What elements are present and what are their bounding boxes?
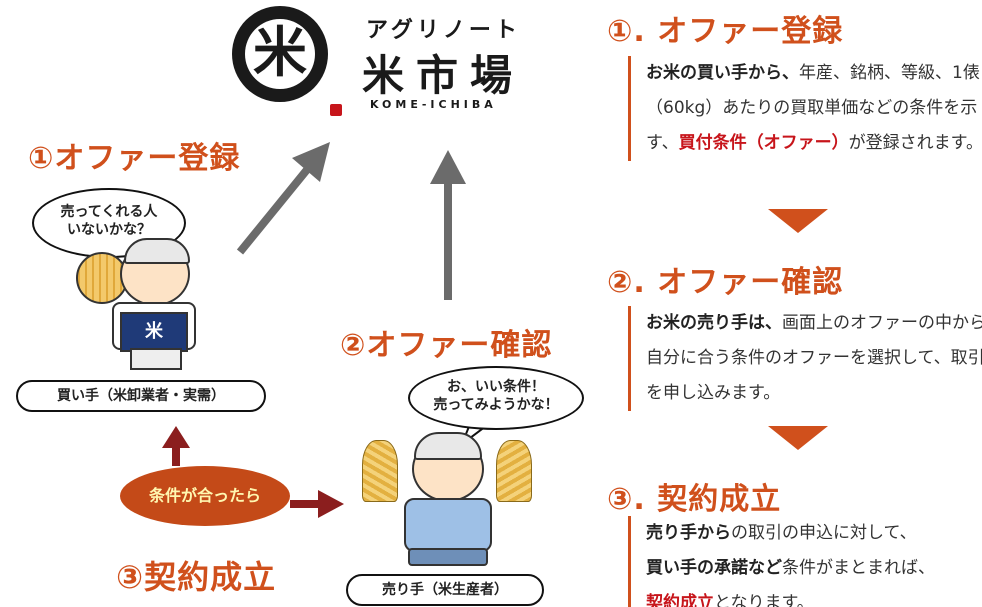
match-label: 条件が合ったら: [148, 486, 261, 505]
logo-mark-char: 米: [253, 21, 307, 84]
step3-red: 契約成立: [646, 593, 714, 607]
step3-text2: 条件がまとまれば、: [782, 558, 935, 578]
match-oval: 条件が合ったら: [120, 466, 290, 526]
step-arrow-down-2: [768, 426, 828, 450]
logo-mark-inner: [245, 19, 315, 89]
seller-speech-text: お、いい条件！ 売ってみようかな！: [433, 379, 559, 413]
step1-heading: ①. オファー登録: [607, 14, 844, 49]
offer-arrow-diagonal: [236, 142, 330, 255]
step3-text: の取引の申込に対して、: [731, 523, 917, 543]
step3-bold2: 買い手の承諾など: [646, 558, 782, 578]
seller-label: 売り手（米生産者）: [382, 582, 508, 598]
step3-description: 売り手からの取引の申込に対して、 買い手の承諾など条件がまとまれば、 契約成立と…: [628, 516, 982, 607]
step1-end: が登録されます。: [848, 133, 982, 153]
seller-cap: [414, 432, 482, 460]
step2-heading: ②. オファー確認: [607, 265, 844, 300]
rice-stalk-right-icon: [496, 440, 532, 502]
buyer-speech-text: 売ってくれる人 いないかな？: [60, 204, 158, 238]
step2-diagram-label: ②オファー確認: [340, 328, 553, 363]
step1-diagram-label: ①オファー登録: [28, 141, 241, 176]
seller-speech-bubble: お、いい条件！ 売ってみようかな！: [408, 366, 584, 430]
contract-arrow-up: [162, 426, 190, 466]
logo: 米 アグリノート 米市場 KOME-ICHIBA: [232, 6, 552, 118]
rice-bag-icon: [76, 252, 128, 304]
step1-text: 年産、銘柄、等級、1俵（60kg）あたりの買取単価などの条件を示す、: [646, 63, 980, 153]
step3-diagram-label: ③契約成立: [116, 558, 277, 596]
step1-description: お米の買い手から、年産、銘柄、等級、1俵（60kg）あたりの買取単価などの条件を…: [628, 56, 982, 161]
step3-bold: 売り手から: [646, 523, 731, 543]
step1-red: 買付条件（オファー）: [678, 133, 849, 153]
brand-kanji: 米市場: [362, 51, 525, 100]
buyer-apron: 米: [120, 312, 188, 352]
confirm-arrow-up: [430, 150, 466, 300]
step-arrow-down-1: [768, 209, 828, 233]
logo-stamp: [330, 104, 342, 116]
seller-character: [356, 430, 536, 570]
step2-description: お米の売り手は、画面上のオファーの中から自分に合う条件のオファーを選択して、取引…: [628, 306, 982, 411]
seller-body: [404, 498, 492, 552]
contract-arrow-right: [290, 490, 344, 518]
buyer-legs: [130, 348, 182, 370]
buyer-character: 米: [72, 236, 212, 374]
seller-boots: [408, 548, 488, 566]
buyer-cap: [124, 238, 190, 264]
buyer-label-pill: 買い手（米卸業者・実需）: [16, 380, 266, 412]
buyer-apron-text: 米: [145, 321, 163, 342]
seller-label-pill: 売り手（米生産者）: [346, 574, 544, 606]
step2-text: 画面上のオファーの中から自分に合う条件のオファーを選択して、取引を申し込みます。: [646, 313, 982, 403]
rice-stalk-left-icon: [362, 440, 398, 502]
step3-end: となります。: [714, 593, 814, 607]
step2-bold: お米の売り手は、: [646, 313, 782, 333]
step3-heading: ③. 契約成立: [607, 482, 782, 517]
brand-romaji: KOME-ICHIBA: [370, 98, 497, 111]
brand-kana: アグリノート: [366, 18, 521, 43]
buyer-label: 買い手（米卸業者・実需）: [57, 388, 225, 404]
step1-bold: お米の買い手から、: [646, 63, 799, 83]
